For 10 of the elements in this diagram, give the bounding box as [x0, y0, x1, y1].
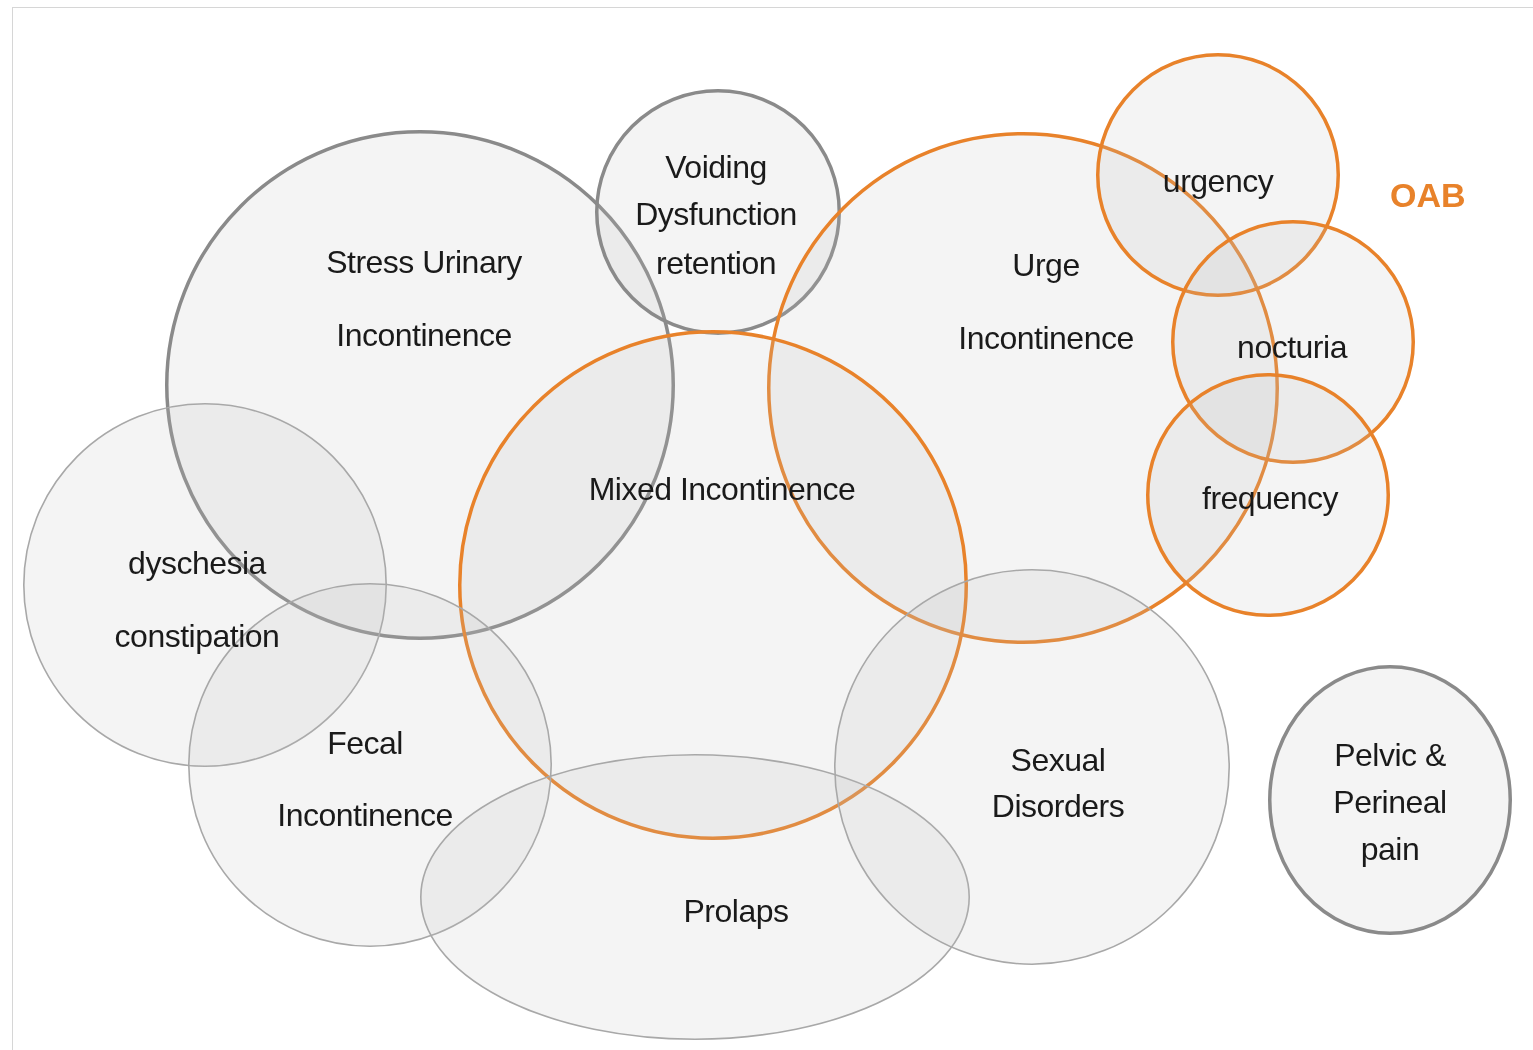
- circle-label: Fecal Incontinence: [276, 724, 454, 835]
- circle-label: Pelvic & Perineal pain: [1332, 735, 1448, 869]
- circle-label: Stress Urinary Incontinence: [325, 242, 523, 355]
- circle-label: retention: [655, 244, 777, 283]
- circle-label: Prolaps: [682, 892, 790, 931]
- circle-label: Urge Incontinence: [957, 245, 1135, 358]
- circle-label: Sexual Disorders: [990, 741, 1126, 826]
- group-label: OAB: [1390, 176, 1466, 215]
- circle-label: dyschesia: [127, 544, 268, 583]
- circle-label: constipation: [113, 617, 281, 656]
